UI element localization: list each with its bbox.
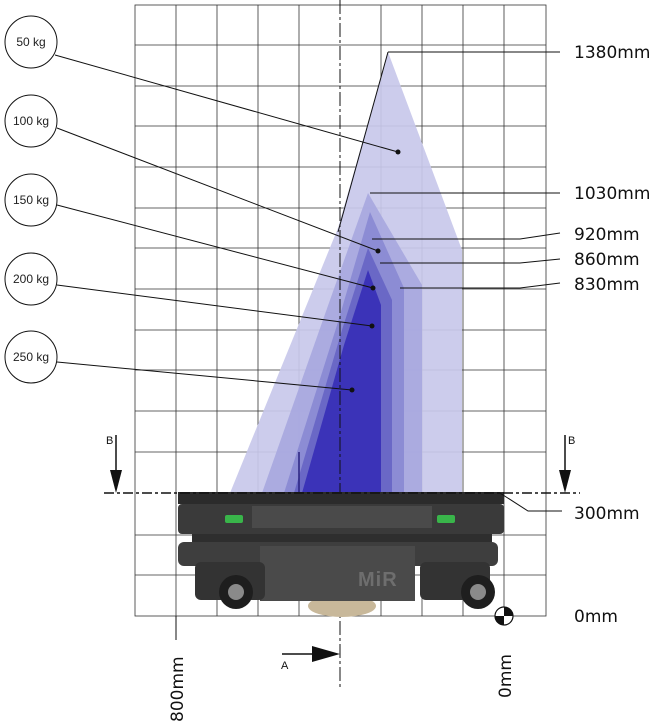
width-label-800mm: 800mm xyxy=(168,656,188,722)
height-label-830mm: 830mm xyxy=(574,275,640,295)
load-label-150kg: 150 kg xyxy=(4,173,58,227)
section-b-left-label: B xyxy=(106,435,113,447)
section-a-arrow: A xyxy=(281,646,340,672)
load-zone-250kg xyxy=(302,270,381,493)
section-a-label: A xyxy=(281,660,289,672)
svg-text:250 kg: 250 kg xyxy=(13,350,49,364)
height-leader-lines xyxy=(337,51,562,512)
svg-text:100 kg: 100 kg xyxy=(13,114,49,128)
section-b-left-arrow: B xyxy=(106,435,122,493)
width-label-0mm: 0mm xyxy=(496,654,516,698)
load-leader-lines xyxy=(54,54,399,391)
height-label-1380mm: 1380mm xyxy=(574,43,650,63)
status-light-right xyxy=(437,515,455,523)
load-label-200kg: 200 kg xyxy=(4,252,58,306)
section-b-right-label: B xyxy=(568,435,575,447)
svg-text:200 kg: 200 kg xyxy=(13,272,49,286)
height-label-1030mm: 1030mm xyxy=(574,184,650,204)
height-label-0mm: 0mm xyxy=(574,607,618,627)
robot: MiR xyxy=(178,492,504,617)
section-b-right-arrow: B xyxy=(559,435,575,493)
svg-text:50 kg: 50 kg xyxy=(16,35,45,49)
origin-marker xyxy=(494,606,514,626)
load-label-50kg: 50 kg xyxy=(4,15,58,69)
status-light-left xyxy=(225,515,243,523)
height-label-300mm: 300mm xyxy=(574,504,640,524)
height-label-860mm: 860mm xyxy=(574,250,640,270)
load-label-100kg: 100 kg xyxy=(4,94,58,148)
load-label-250kg: 250 kg xyxy=(4,330,58,384)
load-points xyxy=(349,149,401,393)
robot-logo: MiR xyxy=(358,569,398,591)
svg-text:150 kg: 150 kg xyxy=(13,193,49,207)
height-label-920mm: 920mm xyxy=(574,225,640,245)
